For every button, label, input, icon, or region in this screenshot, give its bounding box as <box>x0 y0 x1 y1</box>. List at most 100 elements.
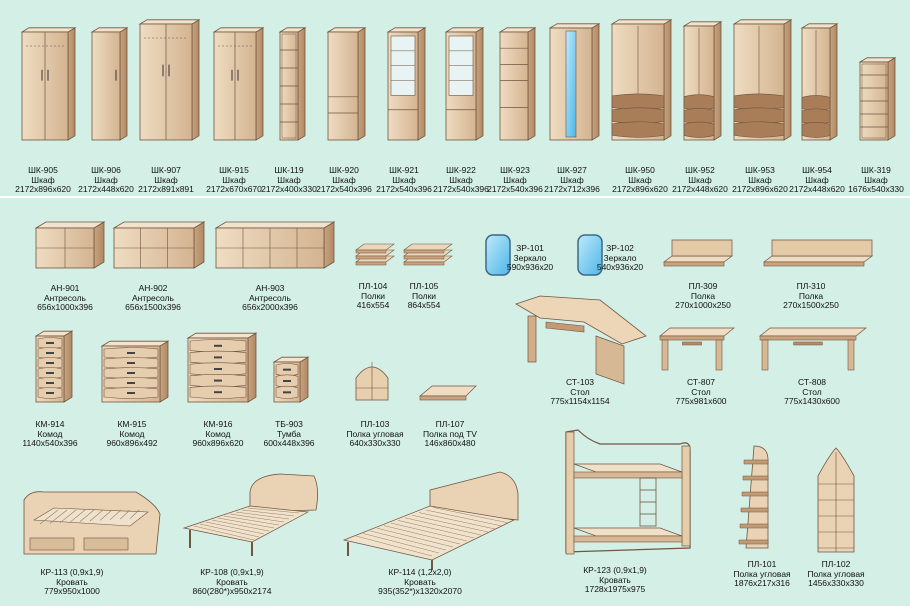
label-ШК-906-name: Шкаф <box>94 174 118 185</box>
label-ШК-953-dims: 2172x896x620 <box>732 184 788 194</box>
label-bed-4-dims: 1728x1975x975 <box>584 584 646 594</box>
label-ШК-953-name: Шкаф <box>748 174 772 185</box>
label-ШК-906-code: ШК-906 <box>91 165 121 175</box>
label-ПЛ-107-dims: 146x860x480 <box>424 438 476 448</box>
mirror-ЗР-101 <box>485 234 511 276</box>
label-ПЛ-105-name: Полки <box>411 290 437 301</box>
wardrobe-ШК-915 <box>212 27 265 141</box>
label-ШК-921-code: ШК-921 <box>389 165 419 175</box>
label-ШК-922-dims: 2172x540x396 <box>433 184 489 194</box>
label-ПЛ-309-name: Полка <box>690 290 716 301</box>
label-ТБ-903-code: ТБ-903 <box>275 419 303 429</box>
label-ЗР-102-dims: 540x936x20 <box>596 262 644 272</box>
label-ШК-907-dims: 2172x891x891 <box>138 184 194 194</box>
label-bed-1-code: КР-113 (0,9x1,9) <box>40 567 104 577</box>
label-ПЛ-101-code: ПЛ-101 <box>747 559 777 569</box>
label-ПЛ-103-code: ПЛ-103 <box>360 419 390 429</box>
label-КМ-914-code: КМ-914 <box>35 419 65 429</box>
label-ШК-952-name: Шкаф <box>688 174 712 185</box>
label-ШК-906-dims: 2172x448x620 <box>78 184 134 194</box>
label-СТ-808-code: СТ-808 <box>797 377 827 387</box>
label-ПЛ-105-dims: 864x554 <box>407 300 441 310</box>
wall-shelf-ПЛ-309 <box>662 239 734 267</box>
label-ШК-920-dims: 2172x540x396 <box>316 184 372 194</box>
corner-shelf-ПЛ-102 <box>817 447 855 553</box>
label-ПЛ-107-code: ПЛ-107 <box>435 419 465 429</box>
label-ШК-905-dims: 2172x896x620 <box>15 184 71 194</box>
label-АН-901-name: Антресоль <box>44 292 86 303</box>
label-ШК-907-code: ШК-907 <box>151 165 181 175</box>
label-bed-1-name: Кровать <box>56 576 88 587</box>
label-ШК-920-name: Шкаф <box>332 174 356 185</box>
label-ТБ-903-name: Тумба <box>276 428 302 439</box>
label-ЗР-102-name: Зеркало <box>603 252 637 263</box>
label-bed-3-code: КР-114 (1,2x2,0) <box>388 567 452 577</box>
label-АН-903-code: АН-903 <box>255 283 285 293</box>
wardrobe-ШК-922 <box>444 27 485 141</box>
label-КМ-916-code: КМ-916 <box>203 419 233 429</box>
label-bed-3-name: Кровать <box>404 576 436 587</box>
desk-СТ-808 <box>759 327 867 371</box>
label-bed-2-code: КР-108 (0,9x1,9) <box>200 567 264 577</box>
label-ТБ-903-dims: 600x448x396 <box>263 438 315 448</box>
label-КМ-915-dims: 960x896x492 <box>106 438 158 448</box>
label-ПЛ-103-dims: 640x330x330 <box>349 438 401 448</box>
label-СТ-808-name: Стол <box>802 386 822 397</box>
label-ШК-950-code: ШК-950 <box>625 165 655 175</box>
wardrobe-ШК-923 <box>498 27 537 141</box>
label-СТ-807-code: СТ-807 <box>686 377 716 387</box>
label-СТ-807-name: Стол <box>691 386 711 397</box>
label-ШК-954-code: ШК-954 <box>802 165 832 175</box>
label-ШК-954-dims: 2172x448x620 <box>789 184 845 194</box>
label-ШК-922-code: ШК-922 <box>446 165 476 175</box>
mezzanine-АН-901 <box>34 221 106 269</box>
label-ПЛ-101-dims: 1876x217x316 <box>734 578 790 588</box>
label-ПЛ-107-name: Полка под TV <box>423 428 477 439</box>
label-КМ-916-dims: 960x896x620 <box>192 438 244 448</box>
label-ШК-952-code: ШК-952 <box>685 165 715 175</box>
wardrobe-ШК-907 <box>138 19 201 141</box>
wardrobe-ШК-953 <box>732 19 793 141</box>
label-ПЛ-310-dims: 270x1500x250 <box>783 300 839 310</box>
bed-КР-113 (0,9x1,9) <box>23 491 161 555</box>
label-АН-901-dims: 656x1000x396 <box>37 302 93 312</box>
label-bed-4-name: Кровать <box>599 574 631 585</box>
bed-КР-108 (0,9x1,9) <box>182 473 318 556</box>
desk-СТ-807 <box>659 327 735 371</box>
label-ШК-920-code: ШК-920 <box>329 165 359 175</box>
flat-shelf-ПЛ-104 <box>355 243 395 266</box>
wardrobe-ШК-119 <box>278 27 307 141</box>
tv-shelf-ПЛ-107 <box>419 385 477 401</box>
label-ПЛ-310-name: Полка <box>798 290 824 301</box>
label-bed-3-dims: 935(352*)x1320x2070 <box>378 586 462 596</box>
label-ШК-954-name: Шкаф <box>805 174 829 185</box>
dresser-КМ-916 <box>186 332 258 403</box>
label-АН-901-code: АН-901 <box>50 283 80 293</box>
wall-shelf-ПЛ-310 <box>762 239 874 267</box>
label-СТ-103-name: Стол <box>570 386 590 397</box>
label-АН-902-dims: 656x1500x396 <box>125 302 181 312</box>
wardrobe-ШК-905 <box>20 27 77 141</box>
